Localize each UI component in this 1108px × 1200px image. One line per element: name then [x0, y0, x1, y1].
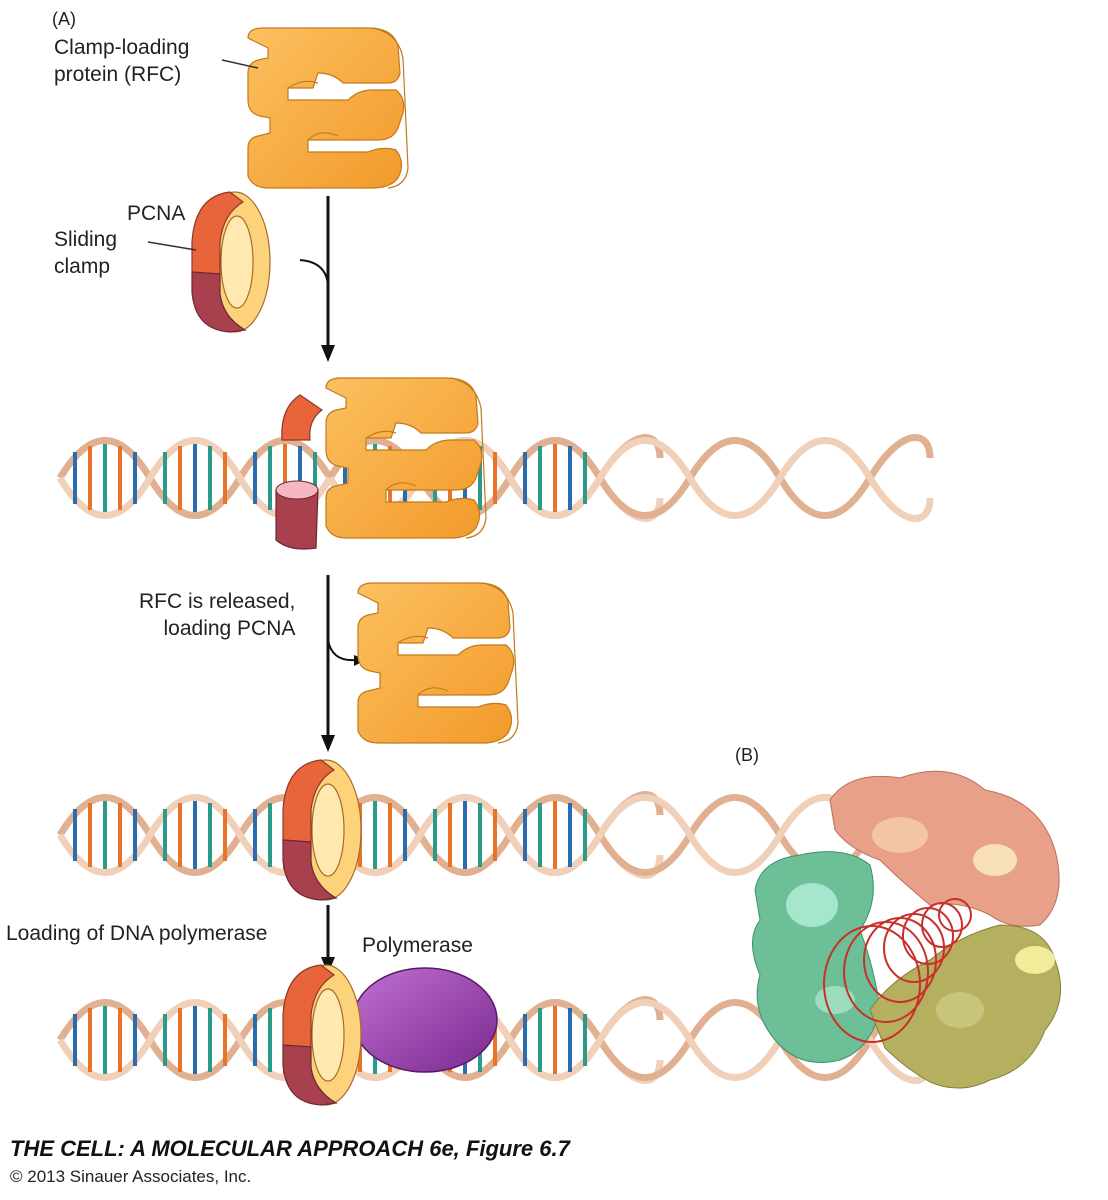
rfc-leader-line: [221, 59, 259, 69]
rfc-bound-to-dna: [325, 377, 487, 539]
pcna-label: PCNA: [127, 202, 186, 225]
pcna-sliding-clamp: [191, 191, 271, 333]
panel-b-label: (B): [735, 745, 759, 765]
rfc-protein-free: [247, 27, 409, 189]
polymerase-loading-label: Loading of DNA polymerase: [6, 922, 268, 945]
dna-coil-through-clamp: [823, 898, 972, 1043]
release-curve: [327, 639, 357, 662]
pcna-structure-panel-b: [752, 770, 1062, 1089]
rfc-released: [357, 582, 519, 744]
rfc-release-label: RFC is released, loading PCNA: [139, 590, 296, 640]
polymerase-label: Polymerase: [362, 934, 473, 957]
sliding-clamp-leader-line: [147, 241, 197, 251]
panel-a-label: (A): [52, 9, 76, 29]
pcna-loaded-on-dna: [282, 759, 362, 901]
pcna-with-polymerase: [282, 964, 362, 1106]
dna-polymerase: [352, 967, 498, 1073]
merge-line-1: [299, 259, 329, 286]
copyright-notice: © 2013 Sinauer Associates, Inc.: [10, 1167, 252, 1186]
sliding-clamp-label: Sliding clamp: [54, 228, 118, 278]
figure-caption: THE CELL: A MOLECULAR APPROACH 6e, Figur…: [10, 1136, 570, 1161]
pcna-open-on-dna: [275, 394, 324, 550]
clamp-loader-label: Clamp-loading protein (RFC): [54, 36, 190, 86]
